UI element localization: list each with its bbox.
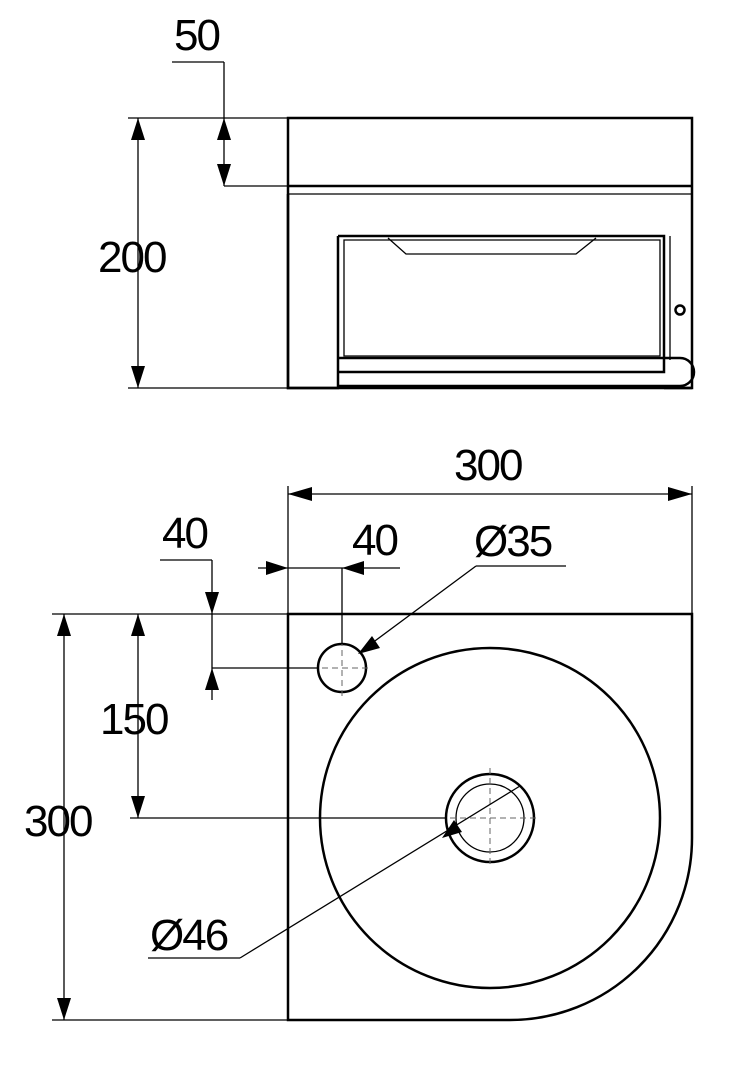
dim-total-height-arrow-bottom xyxy=(131,366,145,388)
dim-tap-top-arrow-b xyxy=(205,668,219,690)
side-view-outline xyxy=(286,116,694,390)
dim-tap-left-arrow-a xyxy=(266,561,288,575)
side-view-cavity xyxy=(338,234,666,374)
dim-tap-left-arrow-b xyxy=(342,561,364,575)
side-view-towel-rail xyxy=(338,356,696,388)
side-view-bowl-base xyxy=(387,237,597,255)
top-view-outline xyxy=(286,612,694,1022)
dim-drain-arrow-bottom xyxy=(131,796,145,818)
dim-rim-arrow-bottom xyxy=(217,164,231,186)
side-view: 200 50 xyxy=(98,11,696,390)
dim-tap-hole-arrow xyxy=(358,636,380,654)
dim-drain-diameter-leader xyxy=(239,785,521,959)
dim-total-height-label: 200 xyxy=(98,233,166,282)
dim-total-height-arrow-top xyxy=(131,118,145,140)
dim-width-arrow-right xyxy=(668,487,692,501)
dim-tap-hole-leader xyxy=(359,565,477,653)
dim-tap-hole-label: Ø35 xyxy=(474,517,552,566)
dim-drain-label: 150 xyxy=(100,695,168,744)
dim-rim-arrow-top xyxy=(217,118,231,140)
dim-depth-arrow-bottom xyxy=(57,998,71,1020)
dim-tap-top-arrow-a xyxy=(205,592,219,614)
dim-rim-label: 50 xyxy=(174,11,219,60)
dim-width-label: 300 xyxy=(454,441,522,490)
dim-depth-label: 300 xyxy=(24,797,92,846)
dim-tap-left-label: 40 xyxy=(352,516,397,565)
dim-width-arrow-left xyxy=(288,487,312,501)
top-view: 300 40 40 Ø35 150 300 xyxy=(24,441,694,1022)
side-view-left-panel xyxy=(286,194,340,390)
dim-tap-top-label: 40 xyxy=(162,509,207,558)
dim-drain-diameter-label: Ø46 xyxy=(150,911,228,960)
dim-depth-arrow-top xyxy=(57,614,71,636)
side-view-screw-hole xyxy=(674,304,686,316)
side-view-cavity-inner xyxy=(343,239,661,357)
dim-drain-diameter-arrow xyxy=(442,820,462,838)
dim-drain-arrow-top xyxy=(131,614,145,636)
